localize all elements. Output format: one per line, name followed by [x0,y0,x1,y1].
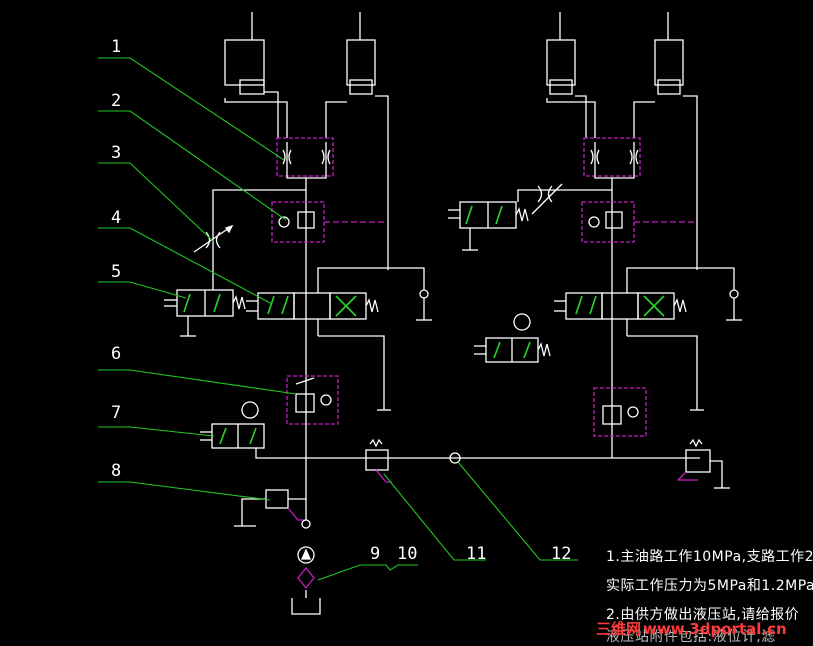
leader-6 [98,369,297,395]
leader-5 [98,281,187,299]
label-10: 10 [397,544,417,564]
leader-12 [457,461,578,561]
leader-11 [383,473,486,561]
label-1: 1 [111,37,121,57]
label-4: 4 [111,208,121,228]
label-5: 5 [111,262,121,282]
note-line-2: 实际工作压力为5MPa和1.2MPa) [606,578,813,594]
cylinder-left-a [224,12,288,138]
watermark-url: www.3dportal.cn [643,620,787,638]
leader-1 [98,57,285,161]
leader-3 [98,162,215,243]
cylinder-right-a [546,12,596,138]
label-2: 2 [111,91,121,111]
label-9: 9 [370,544,380,564]
leader-4 [98,227,273,305]
note-line-1: 1.主油路工作10MPa,支路工作2 [606,549,813,565]
leader-9-10 [317,564,418,581]
leader-8 [98,481,271,501]
label-11: 11 [466,544,486,564]
left-circuit [164,12,700,615]
part-numbers: 1 2 3 4 5 6 7 8 9 10 11 12 [111,37,571,564]
watermark-brand: 三维网 [596,620,642,638]
leader-2 [98,110,287,221]
right-circuit [365,12,742,489]
leader-lines [98,57,578,581]
note-line-3: 2.由供方做出液压站,请给报价 [606,607,800,623]
label-6: 6 [111,344,121,364]
label-3: 3 [111,143,121,163]
cylinder-left-b [325,12,389,270]
label-7: 7 [111,403,121,423]
leader-7 [98,426,215,437]
label-12: 12 [551,544,571,564]
cylinder-right-b [633,12,698,270]
label-8: 8 [111,461,121,481]
flow-arrows [183,205,665,445]
